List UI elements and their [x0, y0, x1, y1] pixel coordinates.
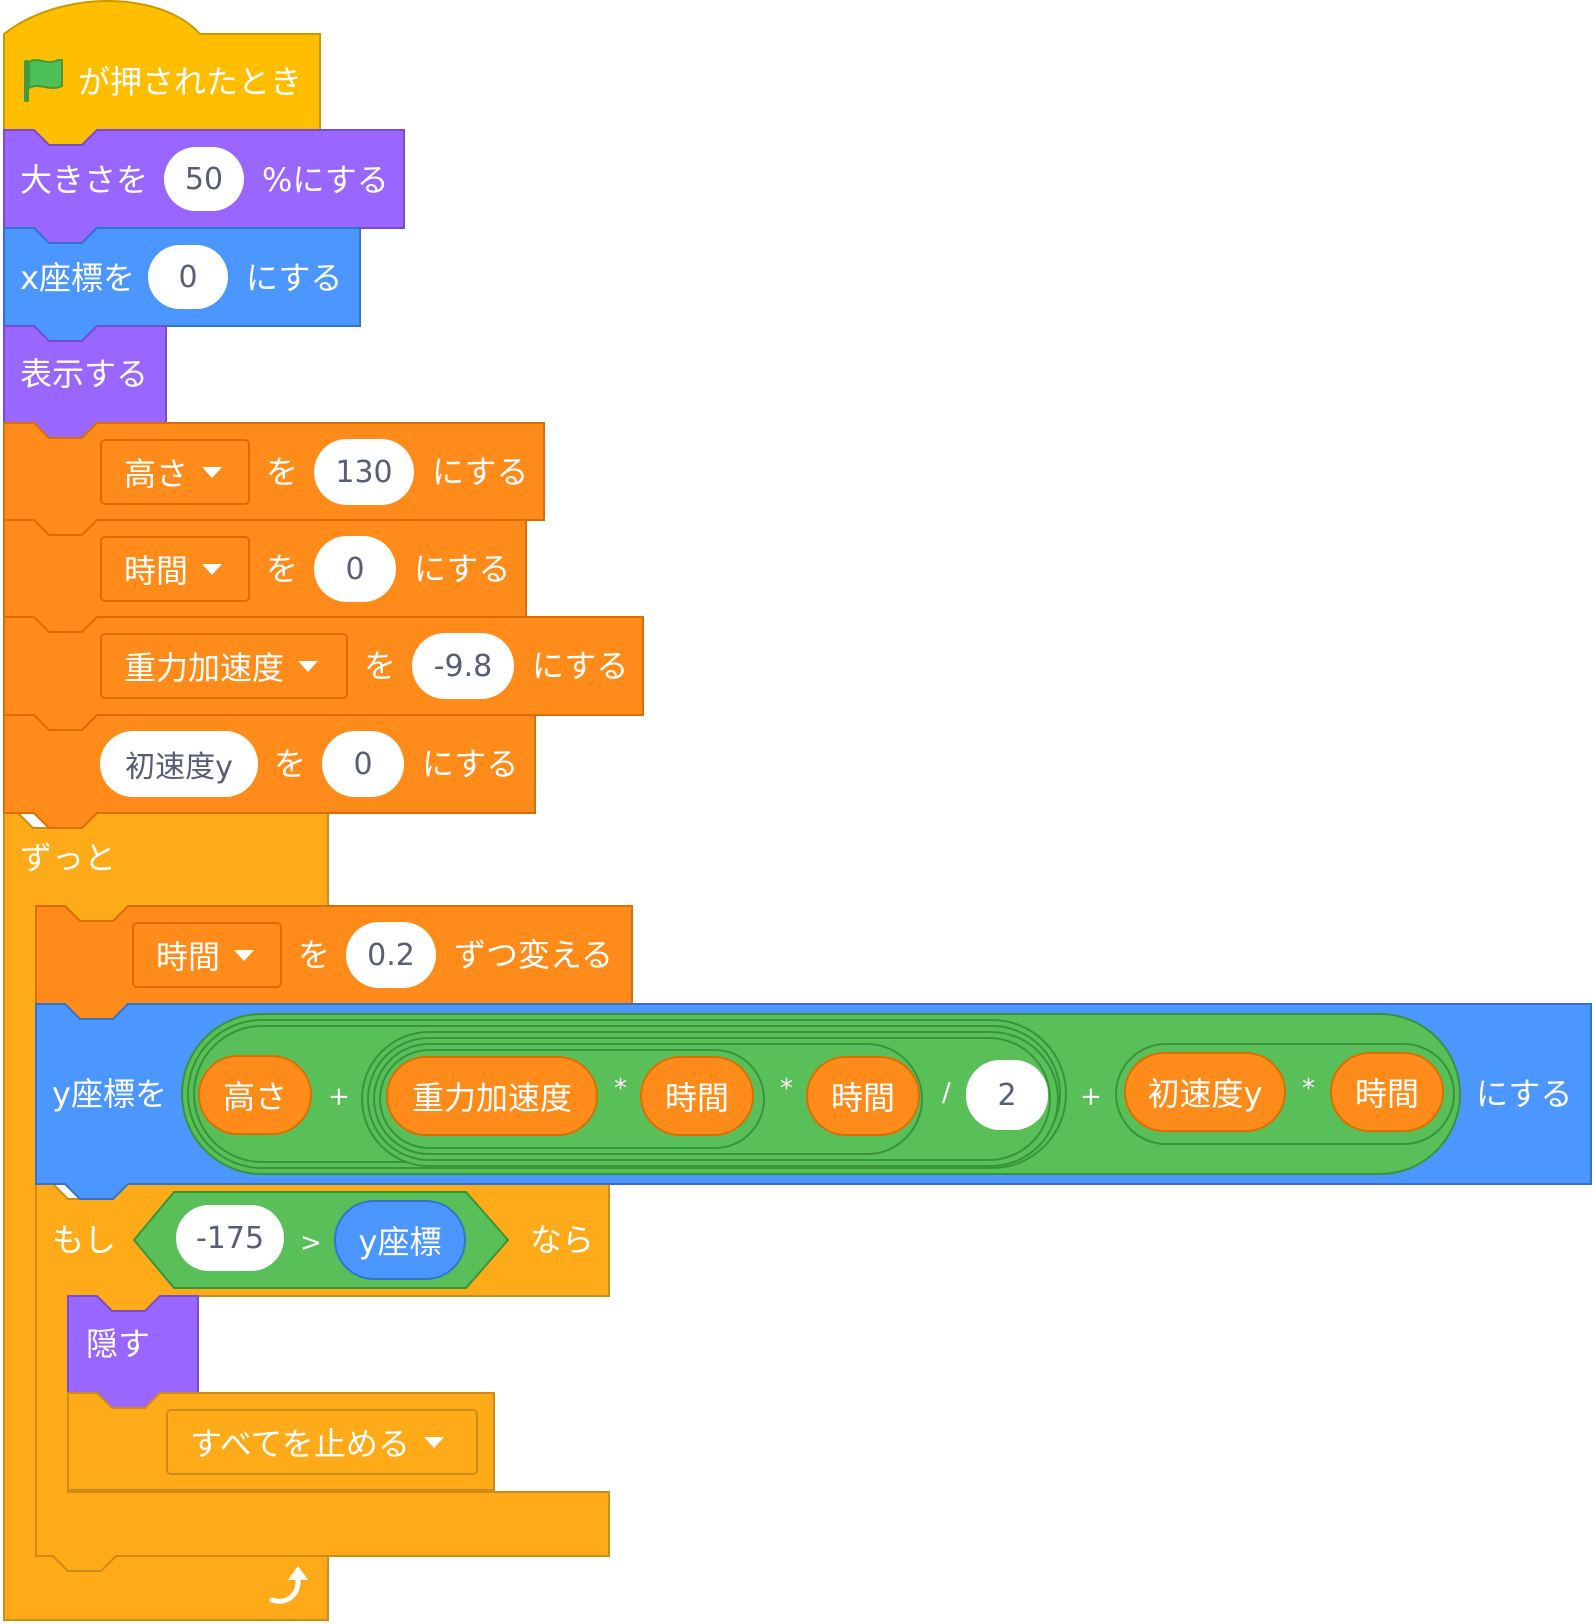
variable-dropdown-height[interactable]: 高さ	[100, 439, 250, 505]
stop-dropdown[interactable]: すべてを止める	[166, 1409, 478, 1475]
forever-label: ずっと	[20, 839, 117, 877]
variable-field-v0[interactable]: 初速度y	[100, 731, 258, 797]
gravity-value-input[interactable]: -9.8	[412, 633, 514, 699]
dropdown-caret-icon	[298, 660, 319, 672]
set-size-suffix: %にする	[262, 161, 389, 199]
operator-greater: >	[300, 1228, 322, 1258]
variable-dropdown-gravity[interactable]: 重力加速度	[100, 633, 348, 699]
x-value-input[interactable]: 0	[148, 245, 228, 309]
size-value-input[interactable]: 50	[164, 147, 244, 211]
variable-dropdown-time[interactable]: 時間	[100, 536, 250, 602]
wo-label: を	[298, 936, 331, 974]
operator-times: *	[780, 1074, 793, 1104]
set-y-prefix: y座標を	[52, 1075, 167, 1113]
dropdown-label: 時間	[156, 938, 221, 976]
dropdown-label: 高さ	[124, 455, 189, 493]
set-var-suffix: にする	[532, 647, 629, 685]
operator-plus: +	[328, 1082, 350, 1112]
set-size-prefix: 大きさを	[20, 161, 149, 199]
time-value-input[interactable]: 0	[314, 536, 396, 602]
reporter-v0[interactable]: 初速度y	[1124, 1052, 1286, 1132]
reporter-time[interactable]: 時間	[1330, 1052, 1444, 1132]
compare-left-input[interactable]: -175	[176, 1205, 284, 1271]
dropdown-caret-icon	[234, 949, 255, 961]
set-var-suffix: にする	[414, 550, 511, 588]
stop-label: すべてを止める	[190, 1425, 410, 1463]
wo-label: を	[266, 453, 299, 491]
show-label: 表示する	[20, 355, 149, 393]
operator-times: *	[1302, 1074, 1315, 1104]
reporter-time[interactable]: 時間	[806, 1056, 920, 1136]
hat-label: が押されたとき	[78, 63, 303, 101]
wo-label: を	[266, 550, 299, 588]
dropdown-caret-icon	[423, 1436, 444, 1448]
set-x-prefix: x座標を	[20, 259, 135, 297]
set-x-suffix: にする	[246, 259, 343, 297]
operator-divide: /	[942, 1078, 951, 1108]
dropdown-caret-icon	[202, 563, 223, 575]
dropdown-label: 時間	[124, 552, 189, 590]
wo-label: を	[364, 647, 397, 685]
variable-dropdown-time[interactable]: 時間	[132, 922, 282, 988]
hide-label: 隠す	[86, 1325, 151, 1363]
if-label: もし	[52, 1221, 117, 1259]
change-suffix: ずつ変える	[454, 936, 614, 974]
set-var-suffix: にする	[432, 453, 529, 491]
if-then-label: なら	[530, 1221, 595, 1259]
green-flag-icon	[24, 59, 63, 102]
set-y-suffix: にする	[1476, 1075, 1573, 1113]
change-amount-input[interactable]: 0.2	[346, 922, 436, 988]
dropdown-caret-icon	[202, 466, 223, 478]
divisor-input[interactable]: 2	[966, 1060, 1048, 1130]
wo-label: を	[274, 745, 307, 783]
operator-plus: +	[1080, 1082, 1102, 1112]
operator-times: *	[614, 1074, 627, 1104]
loop-arrow-icon	[269, 1566, 308, 1604]
v0-value-input[interactable]: 0	[322, 731, 404, 797]
set-var-suffix: にする	[422, 745, 519, 783]
reporter-gravity[interactable]: 重力加速度	[386, 1056, 598, 1136]
height-value-input[interactable]: 130	[314, 439, 414, 505]
reporter-time[interactable]: 時間	[640, 1056, 754, 1136]
dropdown-label: 重力加速度	[124, 649, 285, 687]
reporter-y-position[interactable]: y座標	[334, 1200, 466, 1280]
reporter-height[interactable]: 高さ	[198, 1055, 312, 1135]
